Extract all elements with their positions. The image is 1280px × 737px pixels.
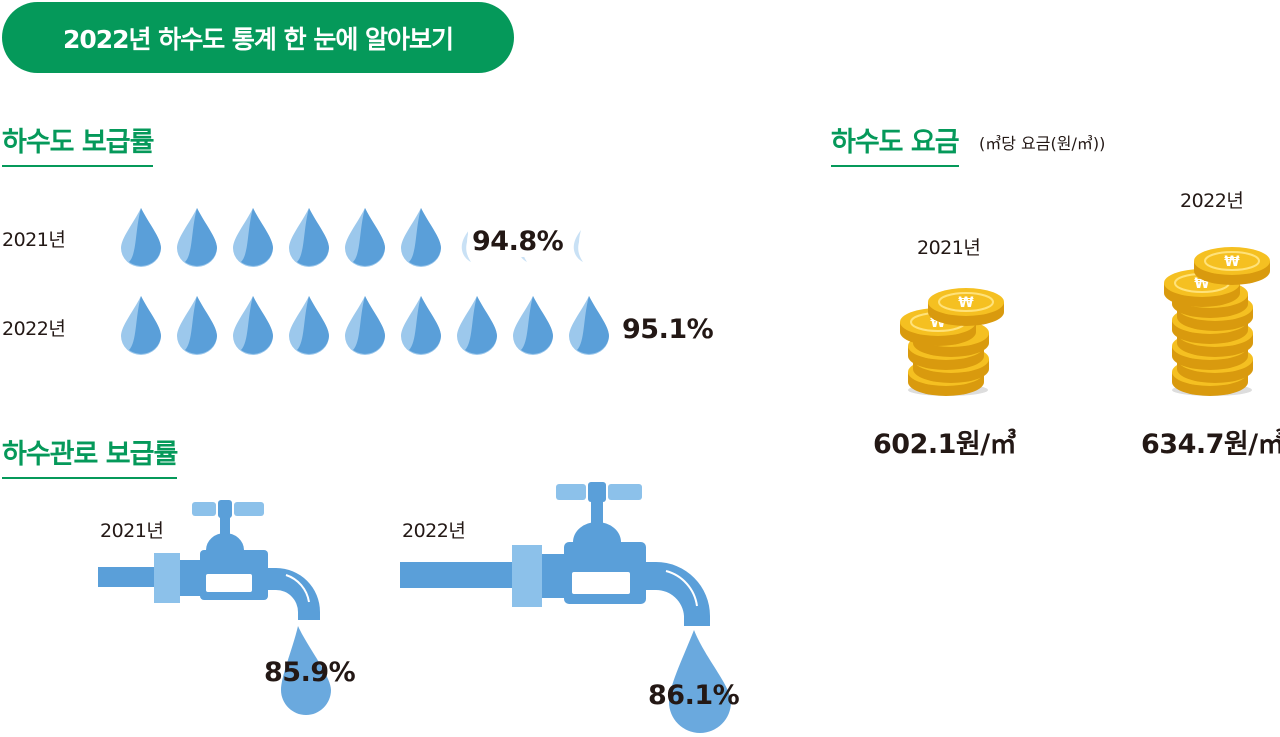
water-drop-icon [231, 294, 275, 356]
water-drop-icon [567, 294, 611, 356]
drop-row-2021 [119, 206, 611, 268]
coin-stack-2022: ₩₩ [1164, 247, 1270, 396]
sewer-pipe-rate-2022: 86.1% [648, 680, 740, 711]
water-drop-icon [175, 206, 219, 268]
header-title-pill: 2022년 하수도 통계 한 눈에 알아보기 [2, 2, 514, 73]
sewer-pipe-year-2021: 2021년 [100, 520, 164, 542]
sewer-fee-value-2021: 602.1원/㎥ [873, 429, 1017, 460]
sewer-fee-year-2022: 2022년 [1180, 190, 1244, 212]
water-drop-outline-icon [567, 206, 611, 268]
water-drop-icon [343, 206, 387, 268]
sewer-pipe-title: 하수관로 보급률 [2, 432, 178, 479]
water-drop-icon [231, 206, 275, 268]
sewer-pipe-rate-2021: 85.9% [264, 657, 356, 688]
sewer-supply-year-2021: 2021년 [2, 229, 66, 251]
sewer-pipe-year-2022: 2022년 [402, 520, 466, 542]
water-drop-icon [287, 206, 331, 268]
sewer-supply-year-2022: 2022년 [2, 318, 66, 340]
svg-text:₩: ₩ [958, 295, 974, 311]
sewer-fee-value-2022: 634.7원/㎥ [1141, 429, 1280, 460]
sewer-supply-rate-2022: 95.1% [622, 314, 714, 345]
sewer-fee-year-2021: 2021년 [917, 237, 981, 259]
water-drop-icon [455, 294, 499, 356]
sewer-supply-rate-2021: 94.8% [468, 226, 568, 257]
water-drop-outline-icon [455, 206, 499, 268]
faucet-icon-2022 [400, 482, 731, 733]
drop-row-2022 [119, 294, 611, 356]
sewer-supply-title: 하수도 보급률 [2, 120, 154, 167]
water-drop-icon [511, 294, 555, 356]
faucet-icon-2021 [98, 500, 331, 715]
water-drop-icon [287, 294, 331, 356]
water-drop-icon [119, 294, 163, 356]
water-drop-icon [175, 294, 219, 356]
header-title: 2022년 하수도 통계 한 눈에 알아보기 [62, 24, 454, 54]
coin-stack-icon-2022: ₩₩ [1164, 247, 1270, 396]
water-drop-icon [119, 206, 163, 268]
sewer-fee-unit-note: (㎥당 요금(원/㎥)) [979, 134, 1106, 153]
water-drop-icon [399, 294, 443, 356]
water-drop-icon [399, 206, 443, 268]
coin-stack-icon-2021: ₩₩ [900, 288, 1004, 396]
sewer-fee-title: 하수도 요금 [831, 120, 960, 167]
svg-text:₩: ₩ [1224, 254, 1240, 270]
coin-stack-2021: ₩₩ [900, 288, 1004, 396]
water-drop-icon [343, 294, 387, 356]
